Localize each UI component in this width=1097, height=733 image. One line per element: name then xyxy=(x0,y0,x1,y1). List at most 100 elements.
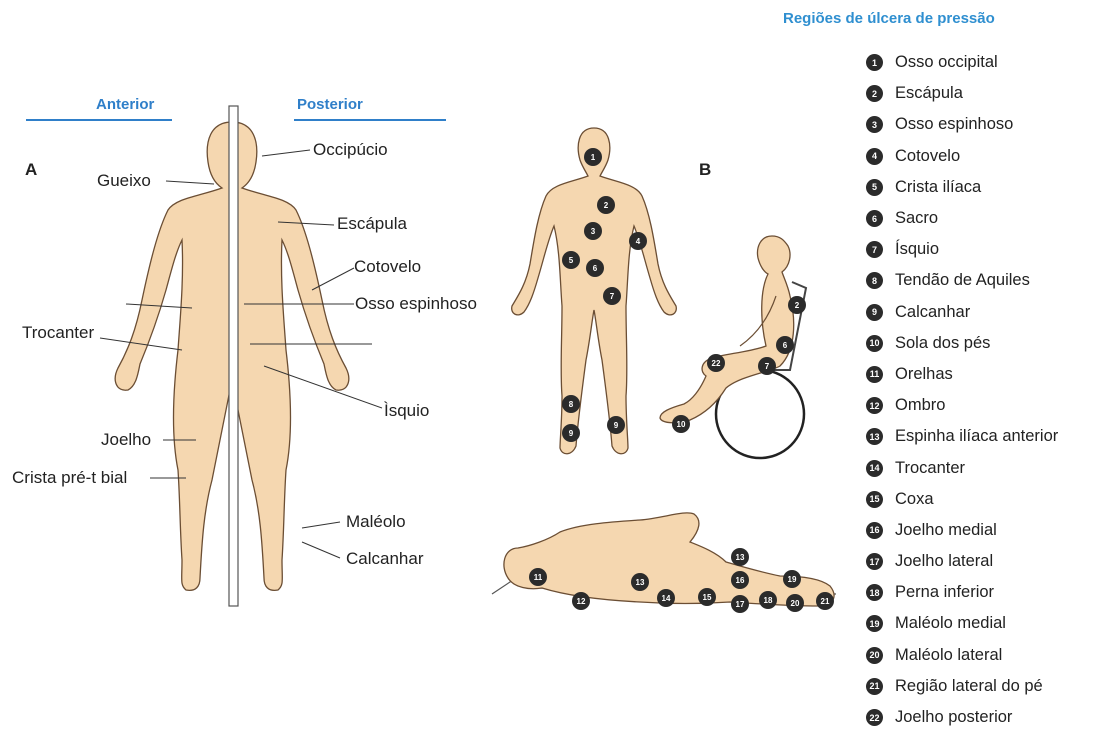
legend-item: 10Sola dos pés xyxy=(866,328,1058,359)
legend-label: Escápula xyxy=(895,84,963,103)
marker-number: 13 xyxy=(736,553,745,562)
marker: 13 xyxy=(631,573,649,591)
label-calcanhar: Calcanhar xyxy=(346,549,424,569)
legend-number: 6 xyxy=(866,210,883,227)
legend-item: 20 Maléolo lateral xyxy=(866,640,1058,671)
figure-a-divider xyxy=(229,106,238,606)
legend-label: Calcanhar xyxy=(895,303,970,322)
marker-number: 18 xyxy=(764,596,773,605)
legend-label: Crista ilíaca xyxy=(895,178,981,197)
legend-item: 5 Crista ilíaca xyxy=(866,172,1058,203)
legend-item: 9 Calcanhar xyxy=(866,297,1058,328)
posterior-heading: Posterior xyxy=(297,96,363,113)
legend-label: Osso espinhoso xyxy=(895,115,1013,134)
marker: 2 xyxy=(597,196,615,214)
marker-number: 9 xyxy=(569,429,574,438)
legend-label: Coxa xyxy=(895,490,934,509)
marker: 7 xyxy=(758,357,776,375)
legend-label: Trocanter xyxy=(895,459,965,478)
marker: 3 xyxy=(584,222,602,240)
marker: 19 xyxy=(783,570,801,588)
marker-number: 10 xyxy=(677,420,686,429)
marker-number: 1 xyxy=(591,153,596,162)
legend-number: 2 xyxy=(866,85,883,102)
marker-number: 6 xyxy=(593,264,598,273)
marker-number: 2 xyxy=(795,301,800,310)
marker: 17 xyxy=(731,595,749,613)
marker-number: 22 xyxy=(712,359,721,368)
legend-item: 7Ísquio xyxy=(866,234,1058,265)
marker-number: 12 xyxy=(577,597,586,606)
legend-item: 6 Sacro xyxy=(866,203,1058,234)
legend-number: 17 xyxy=(866,553,883,570)
marker-number: 19 xyxy=(788,575,797,584)
marker-number: 3 xyxy=(591,227,596,236)
label-escapula: Escápula xyxy=(337,214,407,234)
legend-label: Maléolo lateral xyxy=(895,646,1002,665)
marker: 6 xyxy=(586,259,604,277)
legend-number: 13 xyxy=(866,428,883,445)
legend-item: 12 Ombro xyxy=(866,390,1058,421)
legend-number: 15 xyxy=(866,491,883,508)
legend-item: 3 Osso espinhoso xyxy=(866,109,1058,140)
leader-calcanhar xyxy=(302,542,340,558)
legend-label: Cotovelo xyxy=(895,147,960,166)
legend-number: 3 xyxy=(866,116,883,133)
marker: 16 xyxy=(731,571,749,589)
marker: 15 xyxy=(698,588,716,606)
legend-title: Regiões de úlcera de pressão xyxy=(783,10,995,27)
legend-number: 10 xyxy=(866,335,883,352)
legend-item: 2 Escápula xyxy=(866,78,1058,109)
legend-number: 20 xyxy=(866,647,883,664)
marker: 7 xyxy=(603,287,621,305)
marker: 13 xyxy=(731,548,749,566)
marker-number: 9 xyxy=(614,421,619,430)
legend-label: Osso occipital xyxy=(895,53,998,72)
marker: 5 xyxy=(562,251,580,269)
label-cotovelo: Cotovelo xyxy=(354,257,421,277)
legend-label: Ombro xyxy=(895,396,945,415)
marker: 6 xyxy=(776,336,794,354)
legend-number: 21 xyxy=(866,678,883,695)
legend-number: 16 xyxy=(866,522,883,539)
label-joelho: Joelho xyxy=(101,430,151,450)
legend-number: 5 xyxy=(866,179,883,196)
legend-item: 4Cotovelo xyxy=(866,141,1058,172)
marker-number: 13 xyxy=(636,578,645,587)
anterior-heading: Anterior xyxy=(96,96,154,113)
marker-number: 11 xyxy=(534,573,543,582)
leader-occipucio xyxy=(262,150,310,156)
legend-number: 18 xyxy=(866,584,883,601)
marker-number: 2 xyxy=(604,201,609,210)
panel-b-letter: B xyxy=(699,160,711,180)
marker: 2 xyxy=(788,296,806,314)
legend-number: 11 xyxy=(866,366,883,383)
legend-label: Joelho lateral xyxy=(895,552,993,571)
marker-number: 7 xyxy=(765,362,770,371)
marker: 4 xyxy=(629,232,647,250)
pressure-ulcer-diagram: 1 2 3 4 5 6 7 8 9 9 2 6 7 22 10 11 12 13… xyxy=(0,0,1097,718)
label-maleolo: Maléolo xyxy=(346,512,406,532)
marker: 14 xyxy=(657,589,675,607)
legend-number: 12 xyxy=(866,397,883,414)
panel-a-letter: A xyxy=(25,160,37,180)
leader-maleolo xyxy=(302,522,340,528)
marker: 18 xyxy=(759,591,777,609)
label-crista: Crista pré-t bial xyxy=(12,468,127,488)
legend-label: Sacro xyxy=(895,209,938,228)
marker-number: 6 xyxy=(783,341,788,350)
marker: 10 xyxy=(672,415,690,433)
marker-number: 15 xyxy=(703,593,712,602)
label-osso-espinhoso: Osso espinhoso xyxy=(355,294,477,314)
marker-number: 21 xyxy=(821,597,830,606)
legend-number: 9 xyxy=(866,304,883,321)
label-gueixo: Gueixo xyxy=(97,171,151,191)
legend-label: Ísquio xyxy=(895,240,939,259)
leader-gueixo xyxy=(166,181,214,184)
marker-number: 8 xyxy=(569,400,574,409)
label-occipucio: Occipúcio xyxy=(313,140,388,160)
legend-item: 16Joelho medial xyxy=(866,515,1058,546)
